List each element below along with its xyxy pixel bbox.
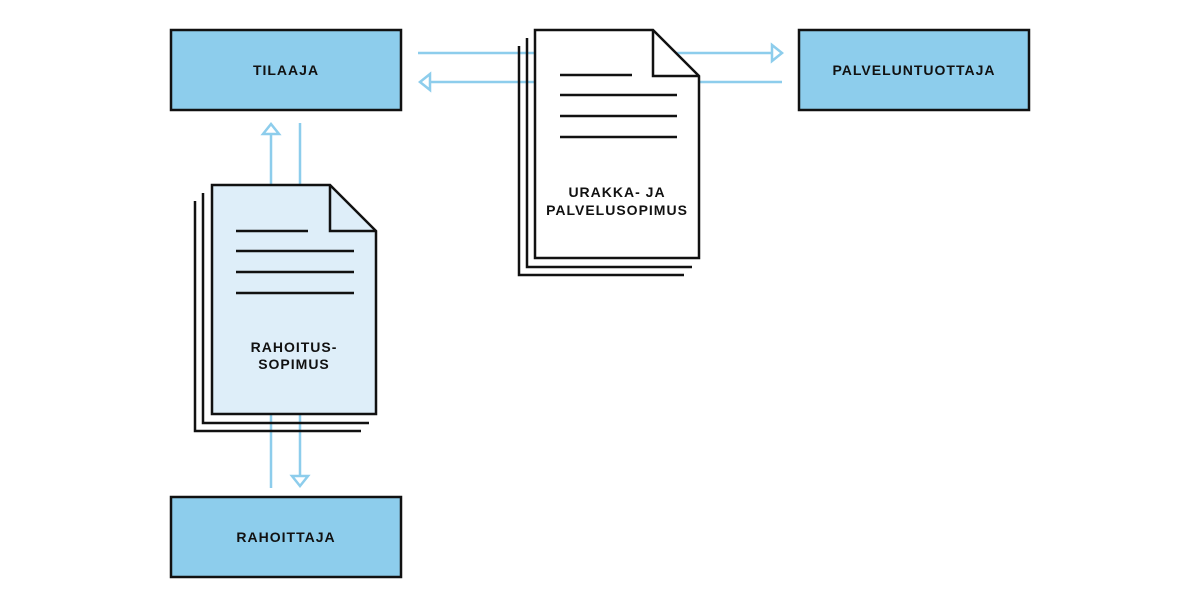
document-rahoitus-title-line1: RAHOITUS- [251, 339, 338, 355]
node-palveluntuottaja: PALVELUNTUOTTAJA [797, 28, 1031, 112]
node-palveluntuottaja-label: PALVELUNTUOTTAJA [833, 62, 996, 78]
node-tilaaja-label: TILAAJA [253, 62, 319, 78]
document-rahoitus: RAHOITUS- SOPIMUS [193, 183, 378, 433]
document-urakka-page [533, 28, 701, 260]
document-rahoitus-page [210, 183, 378, 416]
node-rahoittaja-label: RAHOITTAJA [236, 529, 335, 545]
document-urakka-title-line2: PALVELUSOPIMUS [546, 202, 688, 218]
document-urakka: URAKKA- JA PALVELUSOPIMUS [517, 28, 701, 277]
document-rahoitus-title-line2: SOPIMUS [258, 356, 330, 372]
node-tilaaja: TILAAJA [169, 28, 403, 112]
node-rahoittaja: RAHOITTAJA [169, 495, 403, 579]
document-urakka-title-line1: URAKKA- JA [568, 184, 665, 200]
